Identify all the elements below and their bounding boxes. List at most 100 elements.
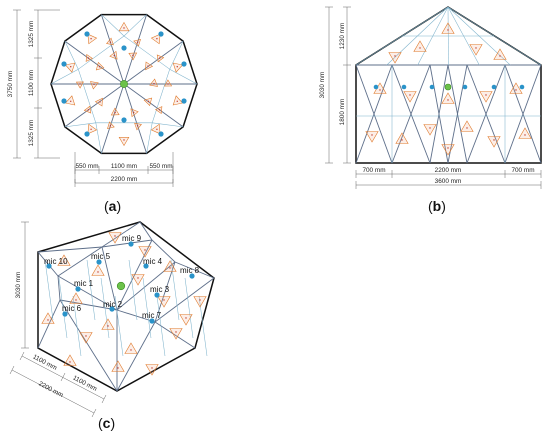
lattice-edge <box>101 14 125 37</box>
absorber-triangle <box>134 122 142 131</box>
microphone-dot <box>181 61 187 67</box>
lattice-edge <box>44 259 54 321</box>
polyhedron-edge <box>57 275 61 301</box>
absorber-triangle <box>118 137 130 147</box>
absorber-center-dot <box>137 277 139 279</box>
absorber-triangle <box>130 108 139 118</box>
absorber-center-dot <box>167 83 169 85</box>
panel-label-b: (b) <box>428 198 446 214</box>
dimension-lines-horizontal <box>74 152 174 187</box>
dim-middle: 1100 mm <box>28 70 35 96</box>
absorber-center-dot <box>117 367 119 369</box>
absorber-center-dot <box>97 271 99 273</box>
microphone-dot <box>519 84 525 90</box>
absorber-triangle <box>413 40 427 52</box>
absorber-triangle <box>95 61 105 71</box>
microphone-dot <box>154 292 160 298</box>
absorber-center-dot <box>158 109 161 111</box>
inner-pentagon <box>77 35 171 124</box>
absorber-triangle <box>108 232 122 244</box>
microphone-dot <box>61 61 67 67</box>
absorber-center-dot <box>93 83 95 86</box>
absorber-triangle <box>493 48 507 60</box>
panel-label-a: (a) <box>104 198 121 214</box>
absorber-center-dot <box>147 100 150 102</box>
absorber-triangle <box>193 296 207 308</box>
absorber-center-dot <box>176 65 178 68</box>
polyhedron-edge <box>101 246 118 311</box>
dimension-lines-diagonal <box>9 351 107 418</box>
absorber-center-dot <box>70 65 72 68</box>
absorber-triangle <box>109 50 118 60</box>
microphone-dot <box>84 131 90 137</box>
dim-mid-seg: 1100 mm <box>111 163 137 170</box>
absorber-triangle <box>63 354 77 366</box>
microphone-dot <box>158 31 164 37</box>
absorber-triangle <box>64 62 76 73</box>
absorber-triangle <box>469 44 483 56</box>
mic-label-5: mic 5 <box>91 252 111 261</box>
dim-height-total: 3750 mm <box>7 71 14 98</box>
mic-label-3: mic 3 <box>150 285 170 294</box>
mic-label-4: mic 4 <box>143 257 163 266</box>
lattice-edge <box>170 259 180 321</box>
mic-label-10: mic 10 <box>44 257 68 266</box>
polyhedron-edge <box>151 239 176 263</box>
absorber-center-dot <box>379 89 381 91</box>
absorber-triangle <box>118 21 130 32</box>
dim-left-seg: 700 mm <box>362 167 385 174</box>
absorber-triangle <box>131 274 145 286</box>
microphone-dot <box>84 31 90 37</box>
dimension-lines-horizontal <box>355 170 542 189</box>
absorber-center-dot <box>123 139 125 141</box>
absorber-center-dot <box>401 139 403 141</box>
absorber-triangle <box>518 127 532 139</box>
absorber-center-dot <box>90 128 92 131</box>
microphone-dot <box>121 45 127 51</box>
absorber-center-dot <box>47 319 49 321</box>
panel-label-c: (c) <box>98 415 115 431</box>
absorber-center-dot <box>109 125 112 127</box>
absorber-center-dot <box>130 349 132 351</box>
absorber-triangle <box>64 95 76 106</box>
absorber-triangle <box>487 136 501 148</box>
source-marker <box>444 83 452 91</box>
spoke-edge <box>123 40 184 85</box>
wall-diagonal <box>504 64 542 164</box>
absorber-center-dot <box>136 41 139 43</box>
lattice-edge <box>128 259 138 321</box>
source-marker <box>120 80 128 88</box>
absorber-center-dot <box>98 66 101 68</box>
lattice-edge <box>114 295 124 357</box>
lattice-edge <box>169 68 198 85</box>
dim-right-seg: 550 mm <box>149 163 172 170</box>
microphone-markers <box>46 241 195 324</box>
microphone-markers <box>373 84 525 90</box>
absorber-triangle <box>41 312 55 324</box>
lattice-edge <box>169 40 184 70</box>
absorber-center-dot <box>485 94 487 96</box>
absorber-triangle <box>57 254 71 266</box>
dim-width-total: 3600 mm <box>435 178 462 185</box>
polyhedron-edges <box>37 221 215 392</box>
absorber-triangle <box>441 144 455 156</box>
dim-upper: 1325 mm <box>28 21 35 48</box>
dim-mid-seg: 2200 mm <box>435 167 462 174</box>
absorber-center-dot <box>144 249 146 251</box>
microphone-dot <box>46 263 52 269</box>
lattice-edge <box>152 122 184 128</box>
spoke-edge <box>100 14 125 85</box>
absorber-triangle <box>91 264 105 276</box>
microphone-dot <box>128 241 134 247</box>
absorber-triangle <box>163 260 177 272</box>
absorber-center-dot <box>156 128 158 131</box>
microphone-dot <box>143 263 149 269</box>
dim-right-seg: 700 mm <box>511 167 534 174</box>
absorber-center-dot <box>163 299 165 301</box>
microphone-markers <box>61 31 187 137</box>
microphone-dot <box>181 98 187 104</box>
absorber-triangle <box>138 246 152 258</box>
microphone-dot <box>109 306 115 312</box>
absorber-center-dot <box>123 27 125 29</box>
